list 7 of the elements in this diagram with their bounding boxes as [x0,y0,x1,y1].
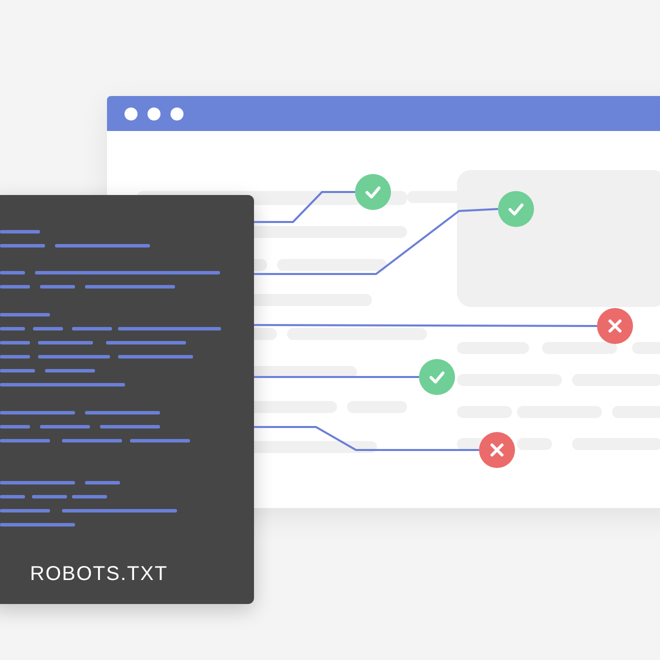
file-name: ROBOTS.TXT [30,563,168,586]
connector-line [254,191,355,223]
connector-line [254,426,479,451]
connector-line [254,324,597,327]
code-panel [0,195,254,604]
connector-line [254,376,419,378]
connector-line [254,208,498,275]
